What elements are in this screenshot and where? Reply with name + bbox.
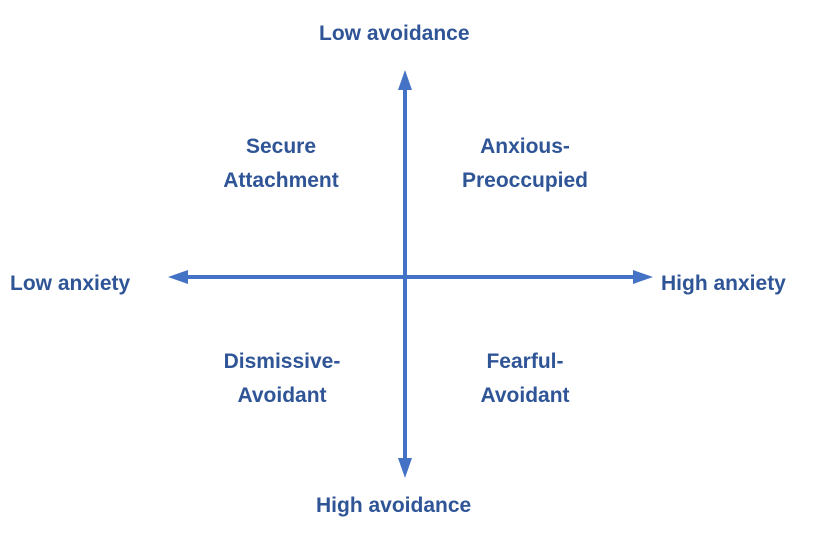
vertical-axis-down-arrowhead: [398, 458, 412, 478]
quadrant-anxious-preoccupied: Anxious- Preoccupied: [415, 130, 635, 198]
axis-label-high-avoidance: High avoidance: [316, 494, 472, 517]
quadrant-label-line: Avoidant: [480, 384, 570, 407]
quadrant-secure-attachment: Secure Attachment: [171, 130, 391, 198]
quadrant-label-line: Preoccupied: [461, 169, 589, 192]
quadrant-fearful-avoidant: Fearful- Avoidant: [415, 345, 635, 413]
quadrant-label-line: Anxious-: [480, 135, 570, 158]
quadrant-dismissive-avoidant: Dismissive- Avoidant: [172, 345, 392, 413]
axis-label-low-avoidance: Low avoidance: [319, 22, 470, 45]
quadrant-label-line: Secure: [245, 135, 317, 158]
horizontal-axis-left-arrowhead: [168, 270, 188, 284]
quadrant-label-line: Dismissive-: [223, 350, 341, 373]
quadrant-label-line: Attachment: [223, 169, 339, 192]
quadrant-label-line: Fearful-: [486, 350, 564, 373]
quadrant-label-line: Avoidant: [237, 384, 327, 407]
axis-label-high-anxiety: High anxiety: [661, 272, 786, 295]
axis-label-low-anxiety: Low anxiety: [10, 272, 131, 295]
horizontal-axis-right-arrowhead: [633, 270, 653, 284]
vertical-axis-up-arrowhead: [398, 70, 412, 90]
